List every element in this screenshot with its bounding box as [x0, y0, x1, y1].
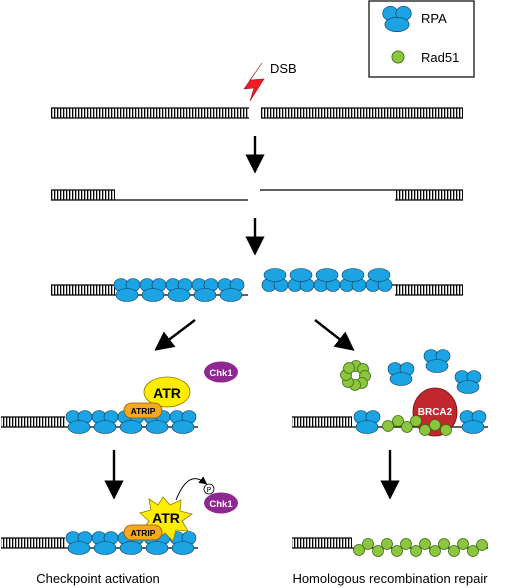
caption-hr-repair: Homologous recombination repair	[292, 571, 488, 586]
arrow-left-branch	[154, 319, 196, 351]
rpa-row-3-right	[261, 268, 393, 292]
rpa-icon	[365, 268, 393, 292]
rpa-icon	[353, 410, 381, 434]
dna-row-2	[51, 189, 463, 201]
atr-protein: ATR	[143, 376, 191, 408]
arrow-right-branch	[314, 319, 355, 351]
rpa-icon	[261, 268, 289, 292]
phospho-label: P	[207, 487, 212, 494]
legend: RPA Rad51	[368, 0, 475, 78]
rpa-icon	[113, 278, 141, 302]
rpa-icon	[91, 531, 119, 555]
chk1-protein: Chk1	[204, 361, 238, 383]
free-rpa	[387, 349, 482, 394]
atrip-protein: ATRIP	[123, 402, 163, 419]
atr-active-label: ATR	[152, 510, 180, 526]
chk1-label: Chk1	[209, 368, 233, 379]
rpa-icon	[287, 268, 315, 292]
dna-row-1	[51, 107, 463, 119]
chk1-active-protein: Chk1	[204, 492, 238, 514]
phospho-icon: P	[203, 483, 215, 495]
rpa-icon	[165, 278, 193, 302]
chk1-active-label: Chk1	[209, 499, 233, 510]
phosphorylation-arrow	[175, 476, 208, 501]
legend-rad51-label: Rad51	[421, 50, 459, 65]
legend-rpa-label: RPA	[421, 11, 447, 26]
rpa-row-3-left	[113, 278, 245, 302]
rpa-icon	[423, 349, 451, 373]
legend-rad51-icon	[391, 50, 405, 64]
rad51-ring	[340, 360, 371, 391]
rpa-icon	[339, 268, 367, 292]
caption-checkpoint: Checkpoint activation	[36, 571, 160, 586]
rpa-icon	[91, 410, 119, 434]
dsb-label: DSB	[270, 61, 297, 76]
rpa-icon	[313, 268, 341, 292]
dsb-lightning-icon	[243, 62, 265, 102]
brca2-protein: BRCA2	[412, 387, 458, 437]
rpa-icon	[459, 410, 487, 434]
atrip-active-protein: ATRIP	[123, 524, 163, 541]
rpa-icon	[454, 370, 482, 394]
legend-rpa-icon	[382, 6, 412, 32]
dna-row-3	[51, 284, 463, 296]
atr-label: ATR	[153, 385, 181, 401]
rpa-icon	[65, 410, 93, 434]
rad51-filament-row-5	[353, 538, 488, 557]
rpa-icon	[387, 362, 415, 386]
atr-activated-protein: ATR	[139, 496, 193, 542]
atrip-active-label: ATRIP	[131, 528, 156, 538]
rpa-icon	[217, 278, 245, 302]
atrip-label: ATRIP	[131, 406, 156, 416]
rpa-icon	[191, 278, 219, 302]
brca2-label: BRCA2	[418, 407, 453, 418]
rpa-icon	[169, 410, 197, 434]
rpa-icon	[139, 278, 167, 302]
rpa-icon	[65, 531, 93, 555]
